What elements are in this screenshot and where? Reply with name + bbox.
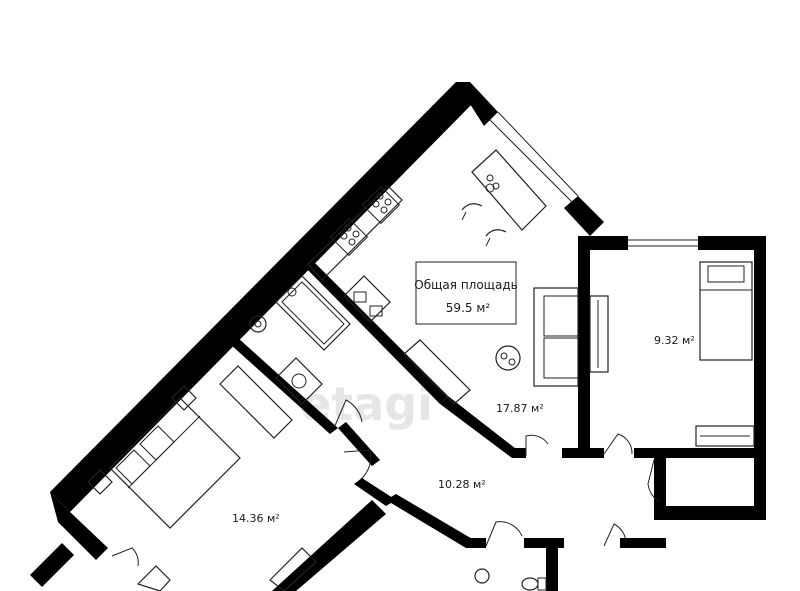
dining-table (461, 149, 547, 247)
windows (489, 111, 698, 247)
coffee-table (403, 339, 471, 405)
nightstand (87, 385, 197, 495)
washbasin-icon (474, 568, 490, 584)
toilet-icon (521, 577, 547, 591)
room-area-hallway: 10.28 м² (438, 478, 486, 491)
stove-icon (361, 185, 401, 225)
wardrobe (695, 425, 755, 447)
bottom-furniture (136, 547, 317, 591)
single-bed (699, 261, 753, 361)
tv-stand (589, 295, 609, 373)
room-area-living: 17.87 м² (496, 402, 544, 415)
total-area-label: Общая площадь (414, 278, 517, 292)
chair-icon (485, 229, 507, 247)
plant-icon (495, 345, 521, 371)
kitchen-sink-icon (343, 275, 391, 323)
kitchen-counter (307, 185, 403, 323)
outer-walls (30, 82, 766, 591)
room-area-bedroom-large: 14.36 м² (232, 512, 280, 525)
desk (219, 365, 293, 439)
doors (111, 399, 661, 567)
sofa (533, 287, 579, 387)
total-area-box: Общая площадь 59.5 м² (414, 261, 518, 325)
bathtub (275, 275, 351, 351)
washbasin-icon (249, 315, 267, 333)
double-bed (109, 397, 241, 529)
total-area-value: 59.5 м² (446, 301, 491, 315)
chair-icon (461, 203, 483, 221)
room-area-bedroom-small: 9.32 м² (654, 334, 695, 347)
stove-icon (329, 217, 369, 257)
washing-machine-icon (275, 357, 323, 405)
